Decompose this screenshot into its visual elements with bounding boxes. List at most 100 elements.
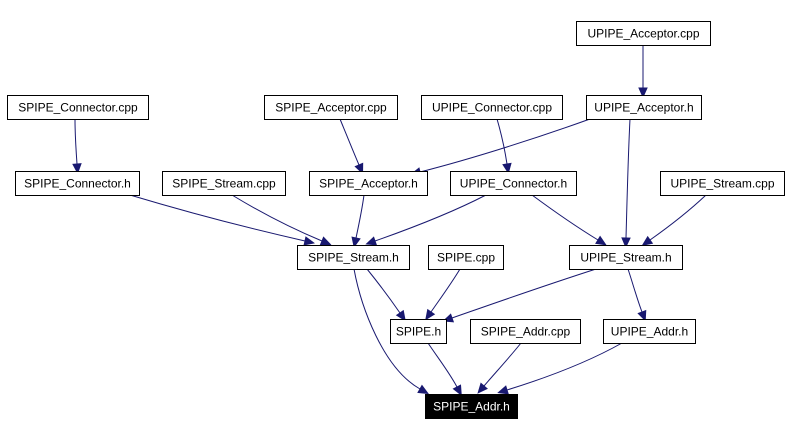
node-upipe-acceptor-cpp[interactable]: UPIPE_Acceptor.cpp: [576, 21, 711, 46]
edge-spipe-cpp-to-spipe-h: [425, 268, 461, 321]
node-spipe-addr-cpp[interactable]: SPIPE_Addr.cpp: [470, 319, 581, 344]
edge-spipe-addr-cpp-to-spipe-addr-h: [477, 342, 522, 394]
node-label: SPIPE_Acceptor.cpp: [275, 101, 387, 115]
edge-upipe-stream-h-to-upipe-addr-h: [627, 268, 647, 322]
edge-upipe-connector-h-to-spipe-stream-h: [365, 194, 487, 246]
edge-line: [355, 194, 365, 239]
node-spipe-acceptor-cpp[interactable]: SPIPE_Acceptor.cpp: [264, 95, 398, 120]
arrowhead-icon: [638, 87, 648, 99]
node-spipe-connector-h[interactable]: SPIPE_Connector.h: [15, 171, 140, 196]
node-upipe-addr-h[interactable]: UPIPE_Addr.h: [603, 319, 696, 344]
edge-line: [366, 268, 401, 314]
node-box: [390, 319, 447, 344]
arrowhead-icon: [595, 235, 607, 246]
node-spipe-connector-cpp[interactable]: SPIPE_Connector.cpp: [7, 95, 149, 120]
node-spipe-h[interactable]: SPIPE.h: [390, 319, 447, 344]
edge-line: [353, 268, 421, 390]
node-box: [428, 245, 504, 270]
edge-line: [483, 342, 522, 387]
edge-spipe-stream-h-to-spipe-h: [366, 268, 406, 322]
edge-line: [419, 118, 591, 173]
arrowhead-icon: [417, 384, 429, 395]
arrowhead-icon: [354, 162, 364, 175]
focus-node-box: [425, 394, 518, 419]
edge-upipe-connector-cpp-to-upipe-connector-h: [496, 118, 512, 175]
node-spipe-stream-h[interactable]: SPIPE_Stream.h: [297, 245, 410, 270]
node-label: SPIPE_Connector.cpp: [18, 101, 138, 115]
node-label: UPIPE_Acceptor.cpp: [587, 27, 699, 41]
node-label: SPIPE_Addr.h: [433, 400, 510, 414]
node-box: [603, 319, 696, 344]
edge-line: [531, 194, 599, 241]
edge-spipe-acceptor-cpp-to-spipe-acceptor-h: [339, 118, 364, 175]
edge-line: [451, 268, 597, 319]
node-box: [586, 95, 702, 120]
edge-spipe-connector-h-to-spipe-stream-h: [129, 194, 315, 246]
edge-spipe-stream-h-to-spipe-addr-h: [353, 268, 429, 395]
node-label: UPIPE_Stream.h: [580, 251, 671, 265]
node-spipe-cpp[interactable]: SPIPE.cpp: [428, 245, 504, 270]
arrowhead-icon: [477, 382, 488, 394]
node-box: [7, 95, 149, 120]
edge-line: [339, 118, 360, 166]
edge-line: [231, 194, 323, 242]
node-upipe-connector-h[interactable]: UPIPE_Connector.h: [450, 171, 577, 196]
node-label: SPIPE.cpp: [437, 251, 495, 265]
node-upipe-acceptor-h[interactable]: UPIPE_Acceptor.h: [586, 95, 702, 120]
edge-line: [625, 118, 631, 239]
edge-line: [427, 342, 458, 388]
arrowhead-icon: [72, 163, 82, 175]
node-box: [264, 95, 398, 120]
edge-line: [129, 194, 306, 242]
node-upipe-stream-h[interactable]: UPIPE_Stream.h: [569, 245, 683, 270]
node-box: [309, 171, 428, 196]
node-label: UPIPE_Connector.h: [460, 177, 567, 191]
node-box: [470, 319, 581, 344]
edge-upipe-acceptor-h-to-spipe-acceptor-h: [410, 118, 591, 177]
node-label: UPIPE_Acceptor.h: [594, 101, 693, 115]
node-label: SPIPE_Connector.h: [24, 177, 131, 191]
edge-spipe-h-to-spipe-addr-h: [427, 342, 462, 397]
node-box: [297, 245, 410, 270]
edge-upipe-stream-h-to-spipe-h: [442, 268, 597, 323]
edge-line: [506, 342, 623, 391]
edge-line: [430, 268, 461, 313]
edge-line: [649, 194, 707, 241]
edge-upipe-connector-h-to-upipe-stream-h: [531, 194, 607, 246]
arrowhead-icon: [395, 309, 406, 322]
node-label: SPIPE_Stream.h: [308, 251, 399, 265]
arrowhead-icon: [452, 384, 462, 397]
edge-spipe-acceptor-h-to-spipe-stream-h: [351, 194, 365, 249]
arrowhead-icon: [425, 308, 436, 321]
edge-line: [74, 118, 78, 165]
node-box: [576, 21, 711, 46]
arrowhead-icon: [497, 385, 509, 395]
edge-upipe-stream-cpp-to-upipe-stream-h: [641, 194, 707, 246]
arrowhead-icon: [319, 236, 332, 246]
node-box: [660, 171, 785, 196]
node-label: UPIPE_Stream.cpp: [670, 177, 774, 191]
node-upipe-stream-cpp[interactable]: UPIPE_Stream.cpp: [660, 171, 785, 196]
node-label: SPIPE_Acceptor.h: [319, 177, 418, 191]
edge-line: [374, 194, 487, 242]
arrowhead-icon: [365, 236, 378, 246]
arrowhead-icon: [637, 309, 647, 322]
node-label: UPIPE_Addr.h: [611, 325, 688, 339]
edge-upipe-acceptor-h-to-upipe-stream-h: [621, 118, 631, 249]
node-box: [421, 95, 563, 120]
node-upipe-connector-cpp[interactable]: UPIPE_Connector.cpp: [421, 95, 563, 120]
node-box: [569, 245, 683, 270]
node-spipe-addr-h[interactable]: SPIPE_Addr.h: [425, 394, 518, 419]
edge-spipe-stream-cpp-to-spipe-stream-h: [231, 194, 332, 246]
edge-upipe-acceptor-cpp-to-upipe-acceptor-h: [638, 45, 648, 99]
edge-upipe-addr-h-to-spipe-addr-h: [497, 342, 623, 395]
node-label: SPIPE_Addr.cpp: [481, 325, 571, 339]
node-box: [162, 171, 286, 196]
node-spipe-acceptor-h[interactable]: SPIPE_Acceptor.h: [309, 171, 428, 196]
arrowhead-icon: [621, 237, 631, 249]
node-box: [15, 171, 140, 196]
node-spipe-stream-cpp[interactable]: SPIPE_Stream.cpp: [162, 171, 286, 196]
edge-line: [627, 268, 643, 313]
